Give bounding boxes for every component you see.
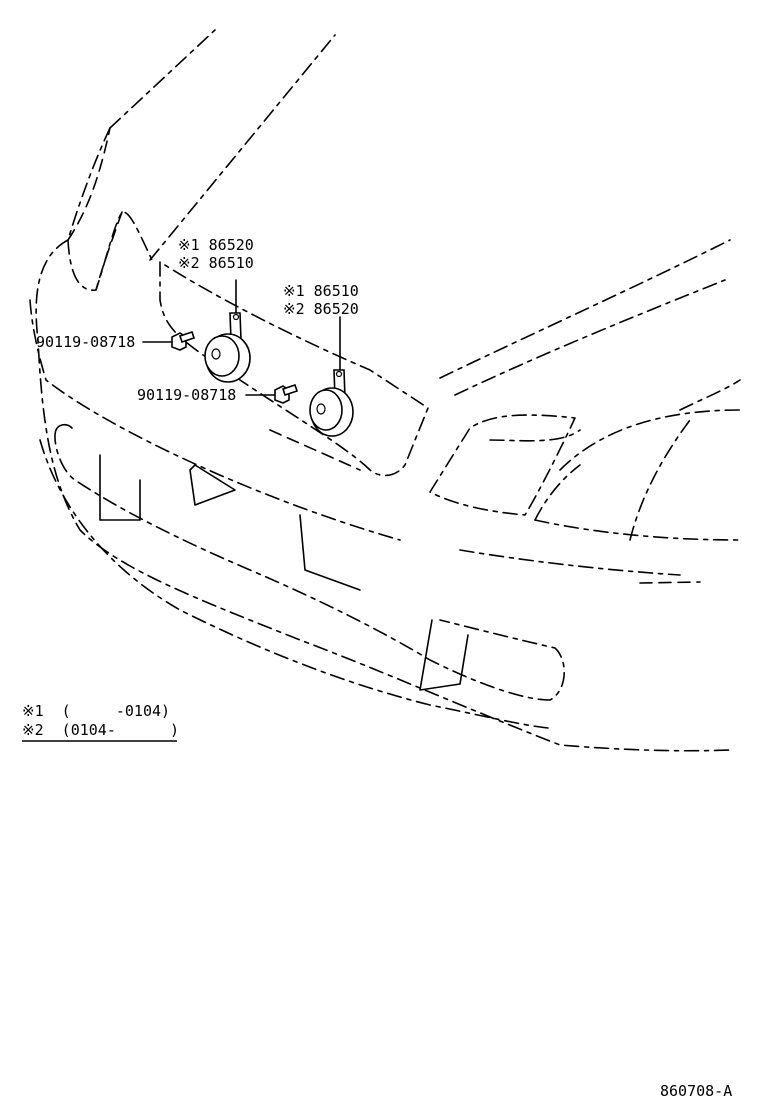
horn-left-label-1: ※1 86520 [178, 236, 254, 254]
hood-edge-far [439, 239, 731, 379]
bumper-crease [29, 299, 401, 541]
headlamp-left [67, 211, 153, 291]
bumper-lower [39, 439, 549, 729]
legend-row-1: ※1 ( -0104) [22, 702, 170, 720]
bolt-right[interactable] [245, 383, 299, 404]
bolt-right-label: 90119-08718 [137, 386, 236, 404]
legend-row-2: ※2 (0104- ) [22, 721, 179, 739]
hood-edge-right [149, 34, 336, 261]
horn-left[interactable] [204, 279, 251, 383]
horn-right-label-1: ※1 86510 [283, 282, 359, 300]
bumper-outer [35, 239, 731, 752]
horn-right[interactable] [309, 316, 354, 437]
horn-right-label-2: ※2 86520 [283, 300, 359, 318]
bolt-left-label: 90119-08718 [36, 333, 135, 351]
applicability-legend: ※1 ( -0104) ※2 (0104- ) [22, 702, 179, 742]
car-body-outline [29, 29, 741, 752]
grille-opening [159, 261, 429, 477]
figure-id: 860708-A [660, 1082, 732, 1100]
headlamp-right [429, 414, 576, 516]
lower-intake [54, 429, 565, 701]
bolt-left[interactable] [142, 330, 196, 351]
fender-edge [67, 127, 111, 241]
hood-edge-left [109, 29, 216, 129]
horn-left-label-2: ※2 86510 [178, 254, 254, 272]
